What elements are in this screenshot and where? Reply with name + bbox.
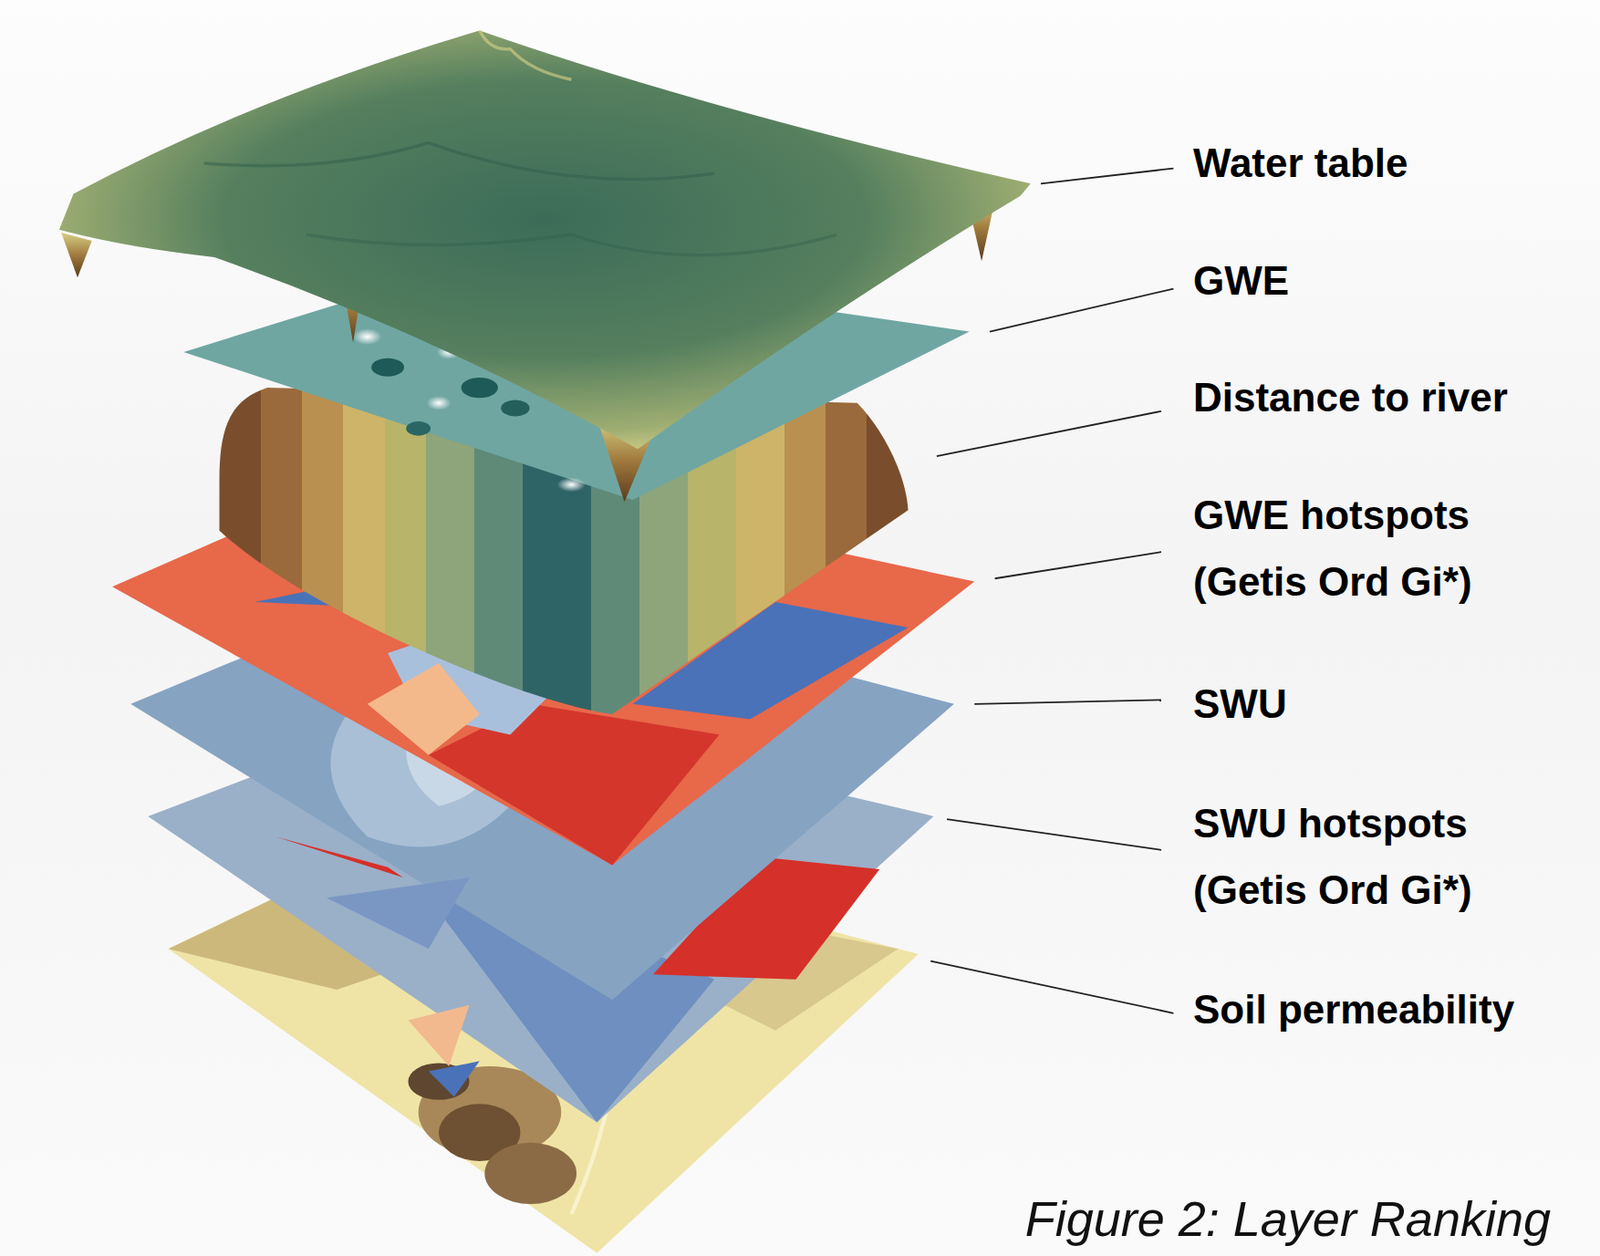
layer-label: SWU [1193, 682, 1288, 727]
layer-shape [367, 663, 480, 756]
layer-shape [479, 31, 572, 81]
layer-shape [326, 877, 470, 949]
layer-label: GWE hotspots (Getis Ord Gi*) [1193, 481, 1531, 615]
layer-shape [989, 289, 1174, 333]
layer-shape [426, 395, 452, 411]
layer-shape [974, 699, 1162, 704]
layer-shape [1040, 168, 1174, 185]
layer-shape [59, 31, 1031, 450]
layer-label: Distance to river [1193, 375, 1508, 420]
water-table-layer [59, 31, 1031, 503]
layer-shape [371, 358, 405, 377]
figure-caption: Figure 2: Layer Ranking [1025, 1191, 1551, 1247]
layer-shape [428, 704, 720, 866]
layer-shape [306, 234, 838, 255]
layer-shape [428, 1060, 480, 1097]
layer-shape [930, 961, 1174, 1014]
layer-shape [407, 1005, 469, 1067]
layer-label: Soil permeability [1193, 987, 1515, 1032]
layer-label: SWU hotspots (Getis Ord Gi*) [1193, 789, 1531, 924]
layer-shape [275, 836, 404, 878]
layer-label: GWE [1193, 259, 1289, 303]
leader-lines [930, 168, 1174, 1014]
layer-shape [500, 399, 530, 416]
layer-shape [461, 377, 499, 398]
layer-shape [946, 819, 1162, 851]
layer-shape [995, 551, 1162, 579]
layer-shape [557, 477, 586, 493]
layer-shape [204, 143, 715, 180]
layer-shape [61, 232, 93, 278]
layer-stack [59, 31, 1175, 1254]
layer-label: Water table [1193, 141, 1409, 186]
layer-shape [353, 328, 382, 345]
layer-shape [484, 1142, 577, 1205]
layer-shape [405, 421, 431, 437]
layer-shape [936, 411, 1162, 457]
